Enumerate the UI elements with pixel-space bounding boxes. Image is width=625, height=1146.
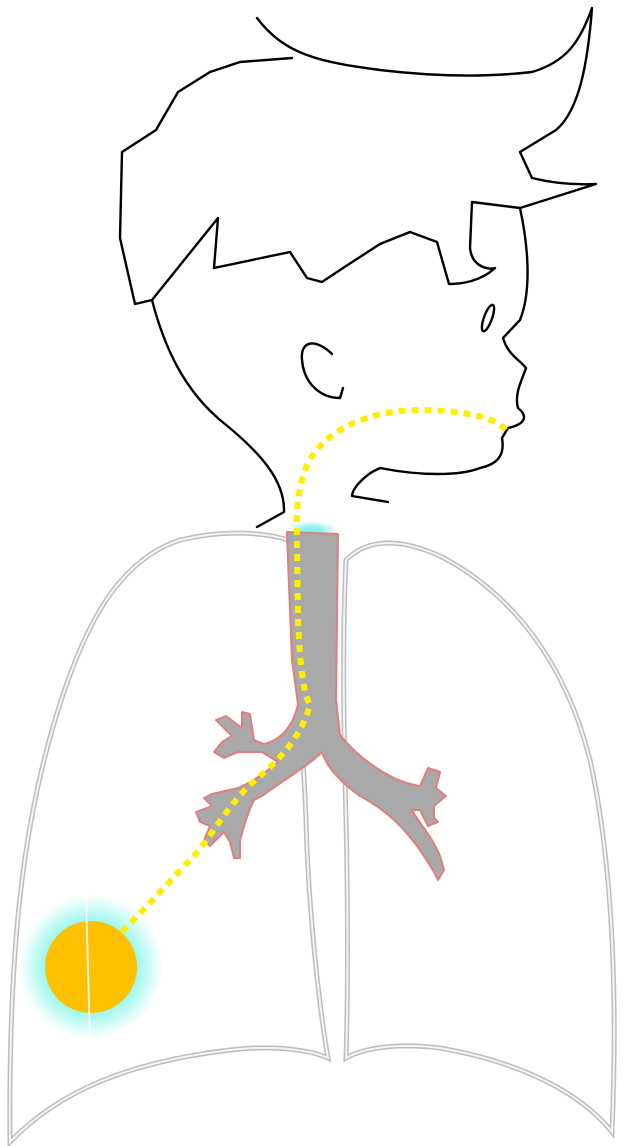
child-head-profile-icon bbox=[120, 8, 596, 527]
lung-nodule-icon bbox=[45, 921, 137, 1013]
face-outline bbox=[152, 300, 284, 527]
hair-outline bbox=[120, 8, 596, 304]
eye-icon bbox=[479, 303, 496, 332]
ear-icon bbox=[302, 343, 343, 398]
right-lung-outline bbox=[344, 543, 615, 1132]
trachea-bronchi-icon bbox=[196, 532, 446, 880]
left-lung-outline bbox=[10, 533, 328, 1142]
